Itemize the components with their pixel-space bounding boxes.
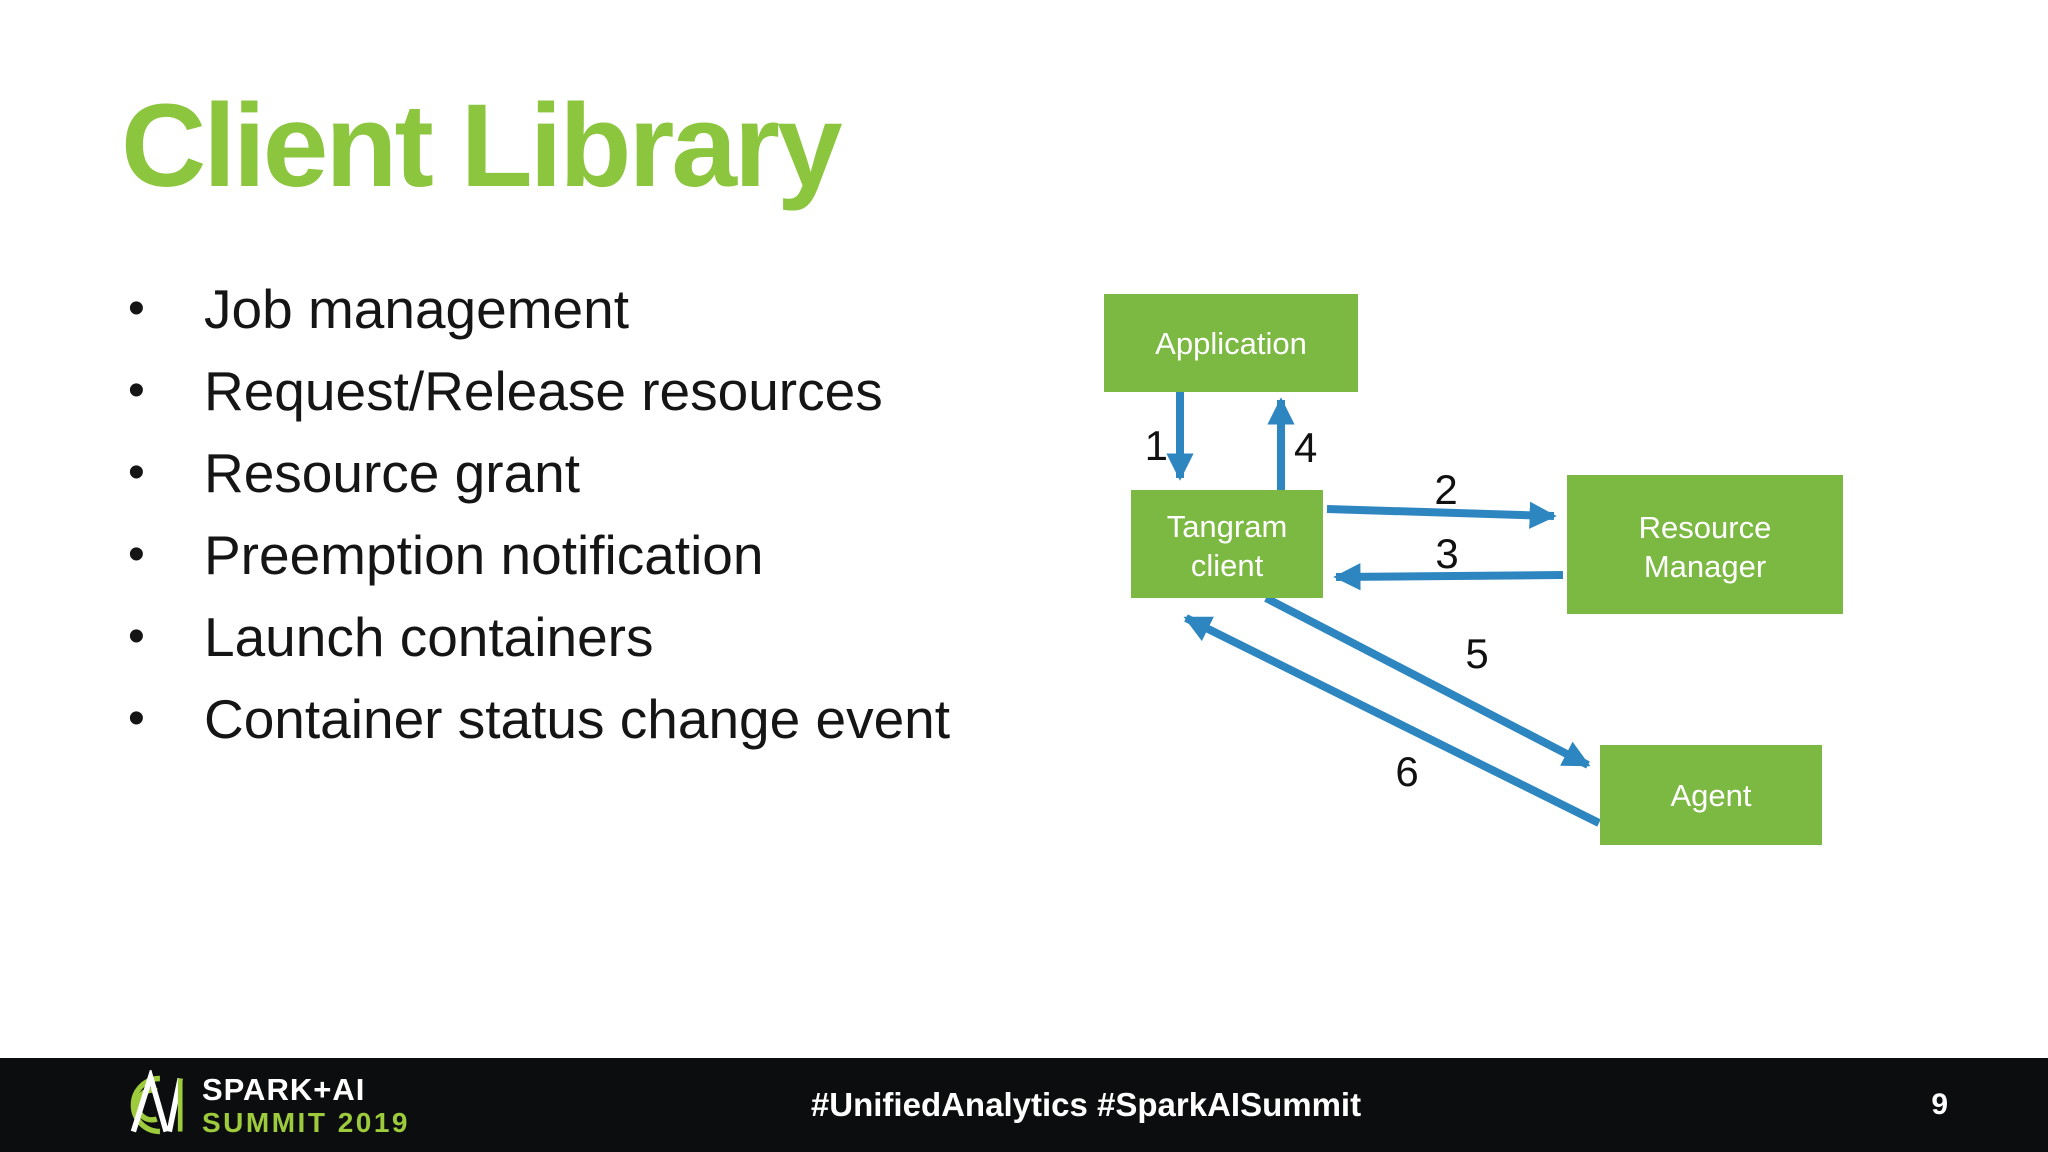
arrow-2-label: 2 [1434,466,1457,513]
bullet-item: Job management [128,268,950,350]
arrow-3-label: 3 [1435,530,1458,577]
application-node-label: Application [1155,326,1307,361]
bullet-item: Preemption notification [128,514,950,596]
logo-line2: SUMMIT 2019 [202,1106,410,1138]
tangram-client-node [1131,490,1323,598]
arrow-5-client-to-agent [1264,594,1591,769]
arrow-6-label: 6 [1395,748,1418,795]
bullet-item: Resource grant [128,432,950,514]
arrow-3-rm-to-client [1333,563,1564,591]
footer-hashtags: #UnifiedAnalytics #SparkAISummit [810,1086,1362,1123]
arrow-6-agent-to-client [1183,614,1601,827]
bullet-item: Container status change event [128,678,950,760]
architecture-diagram: Application Tangram client Resource Mana… [1104,294,1843,845]
spark-ai-summit-monogram-icon [130,1070,183,1135]
bullet-item: Launch containers [128,596,950,678]
arrow-5-label: 5 [1465,630,1488,677]
resource-manager-node [1567,475,1843,614]
logo-text: SPARK+AI SUMMIT 2019 [202,1074,410,1137]
resource-manager-node-label-line1: Resource [1639,510,1772,545]
logo-line1: SPARK+AI [202,1071,366,1107]
agent-node-label: Agent [1670,778,1751,813]
resource-manager-node-label-line2: Manager [1644,549,1766,584]
page-number: 9 [1931,1088,1948,1121]
application-node [1104,294,1358,392]
tangram-client-node-label-line2: client [1191,548,1264,583]
slide-title: Client Library [121,80,843,212]
bullet-item: Request/Release resources [128,350,950,432]
spark-ai-summit-logo: SPARK+AI SUMMIT 2019 [110,1070,410,1140]
arrow-1-label: 1 [1145,422,1168,469]
arrow-2-client-to-rm [1326,501,1557,529]
tangram-client-node-label-line1: Tangram [1167,509,1288,544]
bullet-list: Job management Request/Release resources… [128,268,950,760]
footer-bar: SPARK+AI SUMMIT 2019 #UnifiedAnalytics #… [0,1058,2048,1152]
arrow-4-label: 4 [1294,424,1317,471]
agent-node [1600,745,1822,845]
